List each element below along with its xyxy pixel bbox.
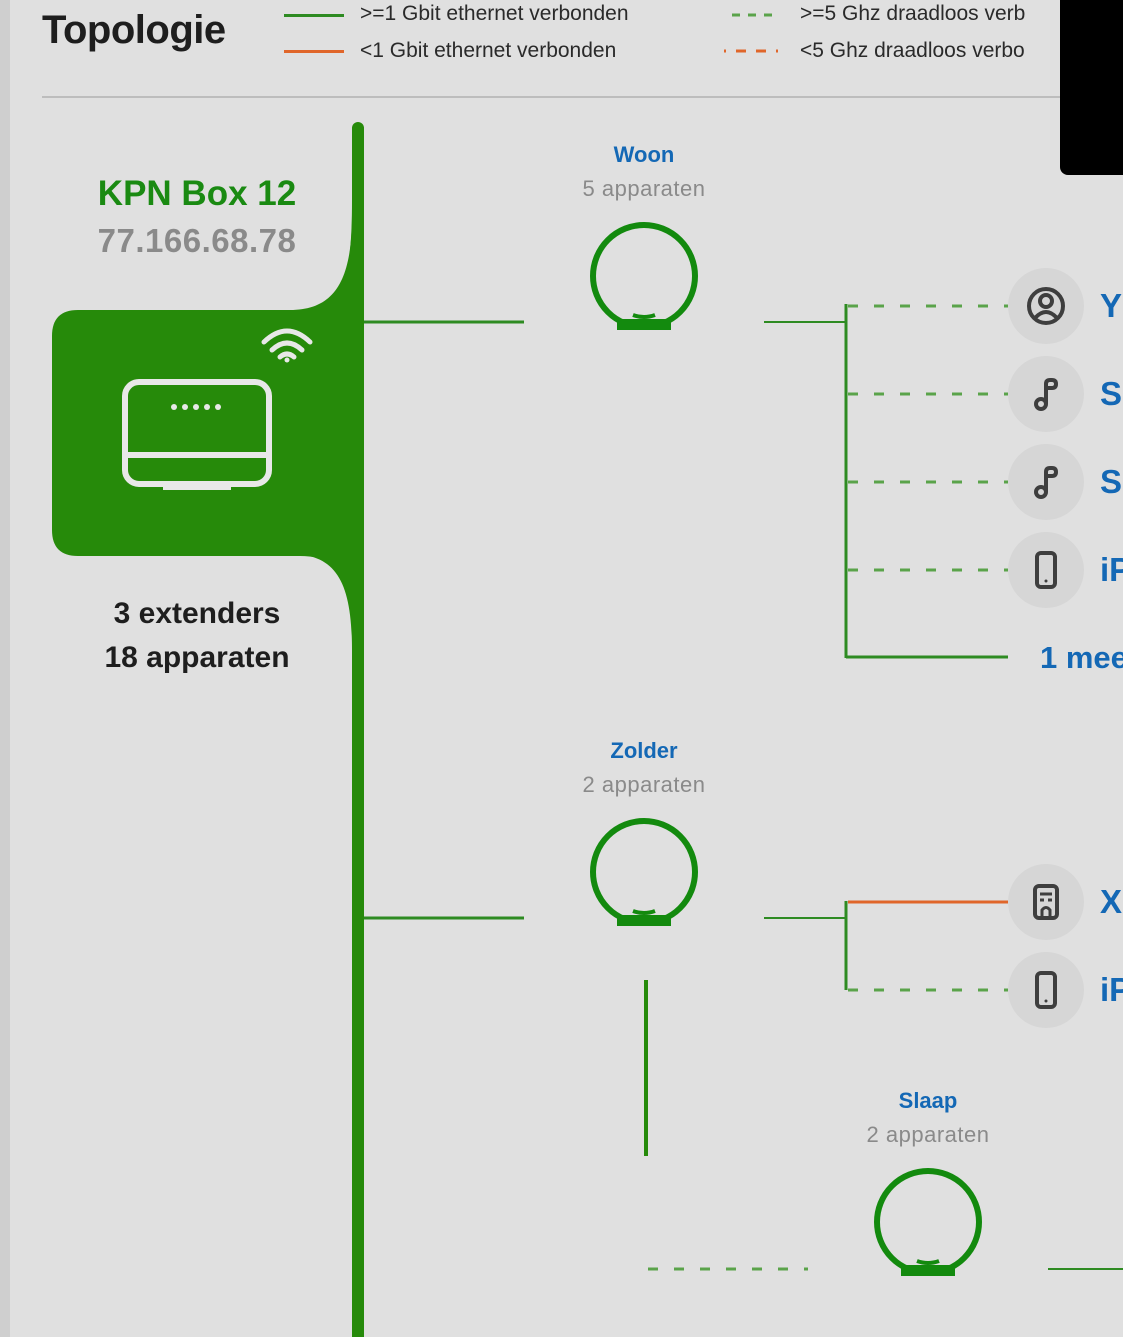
device-woon-2[interactable]: [1008, 356, 1084, 432]
extender-icon-slaap: [874, 1168, 982, 1276]
device-woon-4[interactable]: [1008, 532, 1084, 608]
extender-name-zolder[interactable]: Zolder: [610, 738, 678, 763]
network-summary: 3 extenders 18 apparaten: [52, 592, 342, 680]
extender-icon-woon: [590, 222, 698, 330]
router-card-top-curve: [290, 215, 352, 310]
device-label-woon-2[interactable]: S: [1100, 375, 1123, 412]
legend-line-ethernet-fast: [284, 14, 344, 17]
user-icon: [1027, 287, 1065, 325]
device-label-woon-1[interactable]: Y: [1100, 287, 1123, 324]
extender-icon-zolder: [590, 818, 698, 926]
device-label-woon-3[interactable]: S: [1100, 463, 1123, 500]
device-zolder-1[interactable]: [1008, 864, 1084, 940]
device-label-zolder-2[interactable]: iP: [1100, 971, 1123, 1008]
console-icon: [1033, 884, 1059, 920]
window-edge: [0, 0, 10, 1337]
router-name[interactable]: KPN Box 12: [97, 174, 297, 213]
music-note-icon: [1034, 466, 1059, 499]
legend-label-ethernet-slow: <1 Gbit ethernet verbonden: [360, 39, 617, 62]
device-label-woon-4[interactable]: iP: [1100, 551, 1123, 588]
page-title: Topologie: [42, 8, 226, 52]
legend-label-wireless-fast: >=5 Ghz draadloos verb: [800, 2, 1026, 25]
device-label-zolder-1[interactable]: X: [1100, 883, 1123, 920]
device-count: 18 apparaten: [104, 641, 290, 674]
header-divider: [42, 96, 1072, 98]
legend-label-ethernet-fast: >=1 Gbit ethernet verbonden: [360, 2, 629, 25]
legend-line-ethernet-slow: [284, 50, 344, 53]
device-woon-1[interactable]: [1008, 268, 1084, 344]
extender-count-woon: 5 apparaten: [582, 176, 706, 201]
more-devices-link-woon[interactable]: 1 mee: [1040, 640, 1123, 675]
music-note-icon: [1034, 378, 1059, 411]
device-zolder-2[interactable]: [1008, 952, 1084, 1028]
smartphone-icon: [1035, 551, 1057, 589]
router-ip: 77.166.68.78: [97, 222, 297, 259]
legend-label-wireless-slow: <5 Ghz draadloos verbo: [800, 39, 1025, 62]
extender-count: 3 extenders: [113, 597, 281, 630]
extender-count-zolder: 2 apparaten: [582, 772, 706, 797]
router-card-bottom-curve: [290, 554, 352, 650]
smartphone-icon: [1035, 971, 1057, 1009]
device-woon-3[interactable]: [1008, 444, 1084, 520]
overlay-panel: [1060, 0, 1123, 175]
extender-name-woon[interactable]: Woon: [613, 142, 675, 167]
legend-dash-samples: [724, 13, 782, 53]
extender-count-slaap: 2 apparaten: [866, 1122, 990, 1147]
extender-name-slaap[interactable]: Slaap: [898, 1088, 958, 1113]
